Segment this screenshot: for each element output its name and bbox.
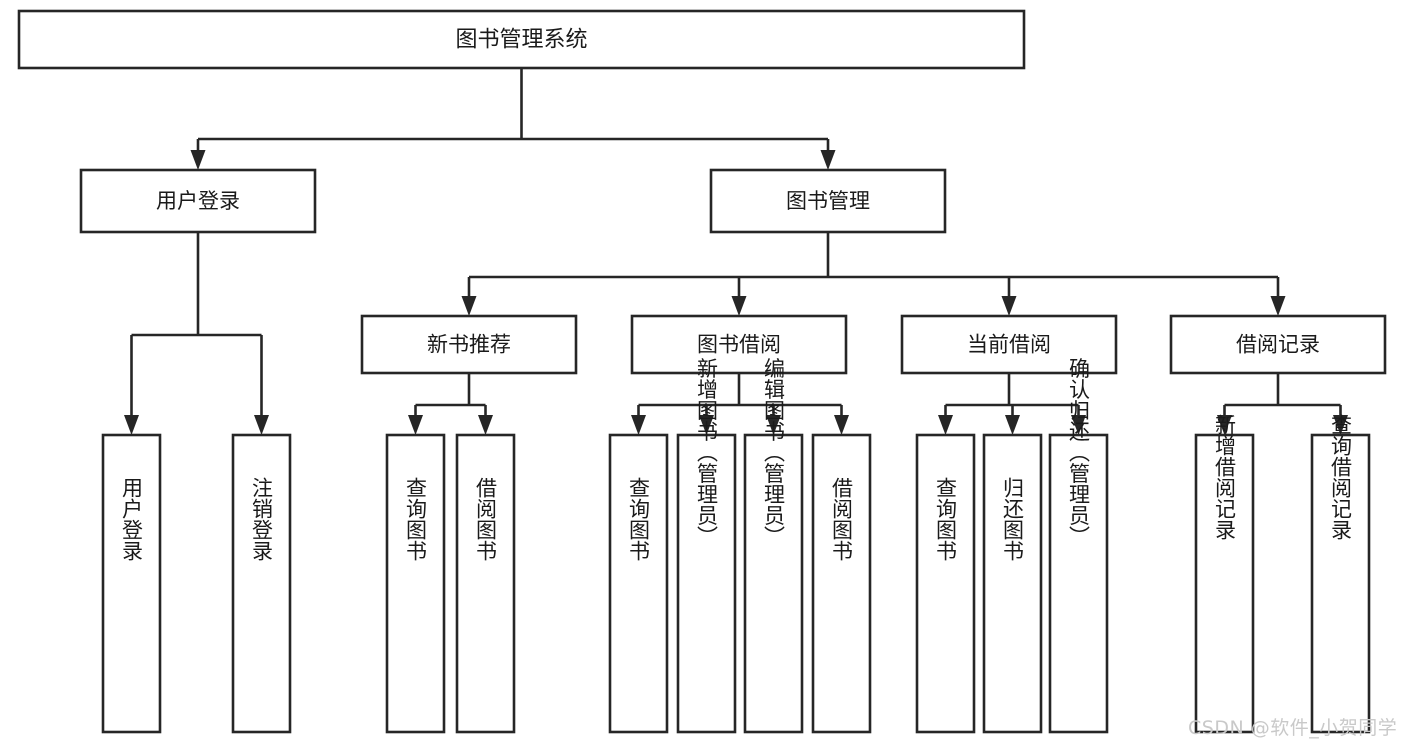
arrow-to-new-book-recommend bbox=[461, 296, 477, 316]
connector-new-book-recommend-to-leaves bbox=[408, 373, 493, 435]
arrow-to-book-management bbox=[820, 150, 836, 170]
arrow-to-leaf-return-book bbox=[1005, 415, 1020, 435]
leaf-borrow-book-2-label: 借阅图书 bbox=[830, 477, 854, 561]
node-new-book-recommend[interactable]: 新书推荐 bbox=[360, 314, 578, 375]
leaf-confirm-return-admin[interactable]: 确认归还（管理员） bbox=[1048, 358, 1109, 734]
leaf-logout[interactable]: 注销登录 bbox=[231, 433, 292, 734]
node-new-book-recommend-label: 新书推荐 bbox=[427, 333, 511, 357]
node-user-login[interactable]: 用户登录 bbox=[79, 168, 317, 234]
node-root-system[interactable]: 图书管理系统 bbox=[17, 9, 1026, 70]
arrow-to-leaf-logout bbox=[254, 415, 269, 435]
leaf-query-book-3-label: 查询图书 bbox=[934, 477, 958, 561]
node-book-borrow[interactable]: 图书借阅 bbox=[630, 314, 848, 375]
leaf-query-borrow-record[interactable]: 查询借阅记录 bbox=[1310, 414, 1371, 734]
connector-root-to-level2 bbox=[190, 68, 836, 170]
node-book-borrow-label: 图书借阅 bbox=[697, 333, 781, 357]
leaf-logout-label: 注销登录 bbox=[250, 477, 274, 561]
node-book-management-label: 图书管理 bbox=[786, 189, 870, 213]
node-current-borrow[interactable]: 当前借阅 bbox=[900, 314, 1118, 375]
arrow-to-current-borrow bbox=[1001, 296, 1017, 316]
leaf-return-book[interactable]: 归还图书 bbox=[982, 433, 1043, 734]
leaf-user-login-label: 用户登录 bbox=[120, 477, 144, 561]
node-borrow-record[interactable]: 借阅记录 bbox=[1169, 314, 1387, 375]
leaf-query-book-2-label: 查询图书 bbox=[627, 477, 651, 561]
connector-borrow-record-to-leaves bbox=[1217, 373, 1348, 435]
leaf-add-book-admin-label: 新增图书（管理员） bbox=[695, 358, 719, 547]
leaf-edit-book-admin-label: 编辑图书（管理员） bbox=[762, 358, 786, 547]
leaf-user-login[interactable]: 用户登录 bbox=[101, 433, 162, 734]
leaf-query-book-1-label: 查询图书 bbox=[404, 477, 428, 561]
node-borrow-record-label: 借阅记录 bbox=[1236, 333, 1320, 357]
leaf-add-borrow-record-label: 新增借阅记录 bbox=[1213, 414, 1237, 540]
arrow-to-leaf-query-book-1 bbox=[408, 415, 423, 435]
node-user-login-label: 用户登录 bbox=[156, 189, 240, 213]
node-root-system-label: 图书管理系统 bbox=[455, 28, 587, 53]
arrow-to-leaf-query-book-3 bbox=[938, 415, 953, 435]
arrow-to-leaf-add-book-admin bbox=[699, 415, 714, 435]
leaf-return-book-label: 归还图书 bbox=[1001, 477, 1025, 561]
leaf-add-borrow-record[interactable]: 新增借阅记录 bbox=[1194, 414, 1255, 734]
leaf-query-book-3[interactable]: 查询图书 bbox=[915, 433, 976, 734]
leaf-edit-book-admin[interactable]: 编辑图书（管理员） bbox=[743, 358, 804, 734]
arrow-to-leaf-add-borrow-record bbox=[1217, 415, 1232, 435]
leaf-add-book-admin[interactable]: 新增图书（管理员） bbox=[676, 358, 737, 734]
csdn-watermark: CSDN @软件_小贺同学 bbox=[1188, 717, 1398, 739]
leaf-query-book-1[interactable]: 查询图书 bbox=[385, 433, 446, 734]
leaf-confirm-return-admin-label: 确认归还（管理员） bbox=[1067, 358, 1091, 547]
connector-user-login-to-leaves bbox=[124, 232, 269, 435]
leaf-query-borrow-record-label: 查询借阅记录 bbox=[1329, 414, 1353, 540]
arrow-to-leaf-query-borrow-record bbox=[1333, 415, 1348, 435]
arrow-to-borrow-record bbox=[1270, 296, 1286, 316]
connector-book-management-to-level3 bbox=[461, 232, 1286, 316]
arrow-to-book-borrow bbox=[731, 296, 747, 316]
connector-book-borrow-to-leaves bbox=[631, 373, 849, 435]
arrow-to-leaf-borrow-book-1 bbox=[478, 415, 493, 435]
leaf-borrow-book-1[interactable]: 借阅图书 bbox=[455, 433, 516, 734]
arrow-to-leaf-query-book-2 bbox=[631, 415, 646, 435]
leaf-query-book-2[interactable]: 查询图书 bbox=[608, 433, 669, 734]
arrow-to-user-login bbox=[190, 150, 206, 170]
node-current-borrow-label: 当前借阅 bbox=[967, 333, 1051, 357]
leaf-borrow-book-2[interactable]: 借阅图书 bbox=[811, 433, 872, 734]
node-book-management[interactable]: 图书管理 bbox=[709, 168, 947, 234]
arrow-to-leaf-edit-book-admin bbox=[766, 415, 781, 435]
arrow-to-leaf-confirm-return-admin bbox=[1071, 415, 1086, 435]
arrow-to-leaf-borrow-book-2 bbox=[834, 415, 849, 435]
arrow-to-leaf-user-login bbox=[124, 415, 139, 435]
connector-current-borrow-to-leaves bbox=[938, 373, 1086, 435]
leaf-borrow-book-1-label: 借阅图书 bbox=[474, 477, 498, 561]
